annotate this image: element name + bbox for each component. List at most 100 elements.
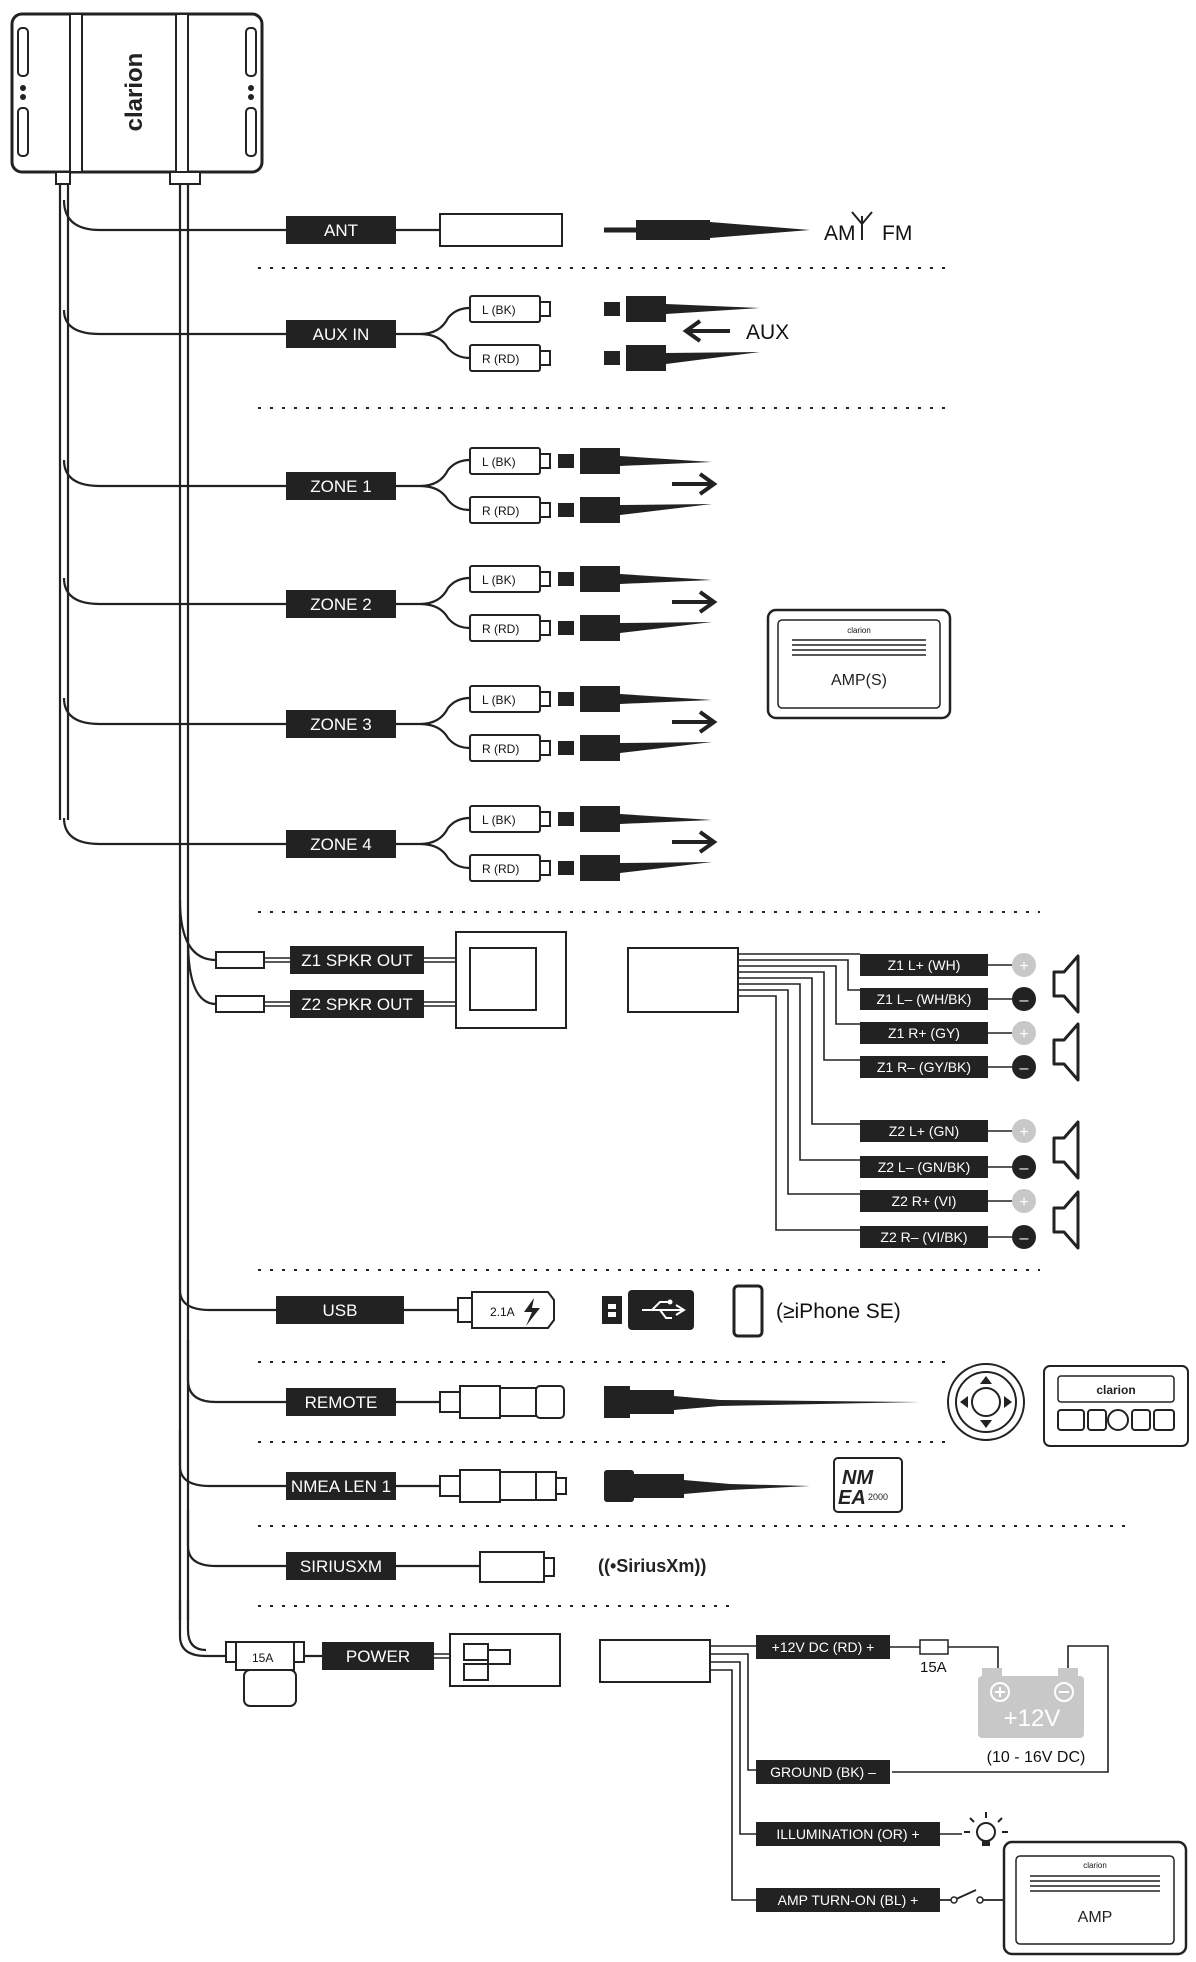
svg-text:Z1 L– (WH/BK): Z1 L– (WH/BK): [877, 991, 972, 1007]
power-connection: 15A POWER: [178, 1600, 756, 1901]
power-label: POWER: [346, 1647, 410, 1666]
z1-spkr-out-label: Z1 SPKR OUT: [301, 951, 412, 970]
svg-text:Z2 R– (VI/BK): Z2 R– (VI/BK): [880, 1229, 967, 1245]
svg-text:Z2 L– (GN/BK): Z2 L– (GN/BK): [878, 1159, 971, 1175]
speaker-wire-z1-l-minus: Z1 L– (WH/BK) –: [860, 987, 1036, 1011]
usb-label: USB: [323, 1301, 358, 1320]
zone-4-right-label: R (RD): [482, 862, 519, 876]
aux-right-label: R (RD): [482, 352, 519, 366]
remote-wired-icon: clarion: [1043, 1365, 1189, 1447]
aux-in-label: AUX IN: [313, 325, 370, 344]
usb-current-label: 2.1A: [490, 1305, 515, 1319]
wire-amp-turn-on-label: AMP TURN-ON (BL) +: [778, 1892, 919, 1908]
battery-icon: +12V (10 - 16V DC): [892, 1645, 1109, 1773]
polarity-minus: –: [1020, 1230, 1029, 1247]
svg-text:NM: NM: [842, 1467, 874, 1489]
battery-range-label: (10 - 16V DC): [987, 1749, 1086, 1766]
zone-3-right-label: R (RD): [482, 742, 519, 756]
battery-voltage-label: +12V: [1004, 1705, 1061, 1732]
zone-2-left-label: L (BK): [482, 573, 516, 587]
amps-label: AMP(S): [831, 672, 887, 689]
power-fuse-label: 15A: [252, 1651, 273, 1665]
amp-box: clarion AMP: [1002, 1840, 1188, 1956]
amp-label: AMP: [1078, 1909, 1113, 1926]
speaker-wire-z2-l-plus: Z2 L+ (GN) +: [860, 1119, 1036, 1143]
zone-1-connection: ZONE 1 L (BK) R (RD): [62, 447, 718, 524]
remote-round-icon: [947, 1363, 1025, 1441]
speaker-wire-z1-r-minus: Z1 R– (GY/BK) –: [860, 1055, 1036, 1079]
ant-label: ANT: [324, 221, 358, 240]
section-separators: [258, 267, 1130, 1607]
amps-brand: clarion: [847, 626, 871, 635]
antenna-icon: [851, 211, 873, 240]
wire-illumination-label: ILLUMINATION (OR) +: [776, 1826, 919, 1842]
speaker-icon: [1052, 1190, 1080, 1250]
speaker-icon: [1052, 1120, 1080, 1180]
zone-4-left-label: L (BK): [482, 813, 516, 827]
wire-plus12v: +12V DC (RD) + 15A: [756, 1635, 999, 1676]
zone-3-left-label: L (BK): [482, 693, 516, 707]
usb-symbol-icon: [642, 1301, 686, 1319]
z2-spkr-out-label: Z2 SPKR OUT: [301, 995, 412, 1014]
polarity-minus: –: [1020, 1060, 1029, 1077]
zone-1-right-label: R (RD): [482, 504, 519, 518]
aux-left-label: L (BK): [482, 303, 516, 317]
speaker-icon: [1052, 1022, 1080, 1082]
switch-icon: [940, 1889, 1004, 1901]
head-unit-brand: clarion: [121, 53, 148, 132]
speaker-wire-z1-l-plus: Z1 L+ (WH) +: [860, 953, 1036, 977]
polarity-plus: +: [1019, 958, 1028, 975]
svg-text:Z1 R+ (GY): Z1 R+ (GY): [888, 1025, 960, 1041]
remote-label: REMOTE: [305, 1393, 378, 1412]
zone-3-connection: ZONE 3 L (BK) R (RD): [62, 685, 718, 762]
remote-brand: clarion: [1096, 1383, 1135, 1397]
amp-brand: clarion: [1083, 1861, 1107, 1870]
zone-1-left-label: L (BK): [482, 455, 516, 469]
zone-4-connection: ZONE 4 L (BK) R (RD): [62, 805, 718, 882]
zone-4-label: ZONE 4: [310, 835, 371, 854]
usb-plug-icon: [602, 1296, 622, 1324]
siriusxm-connection: SIRIUSXM ((•SiriusXm)): [186, 1510, 706, 1583]
ant-connection: ANT AM FM: [62, 199, 912, 247]
speaker-out-connection: Z1 SPKR OUT Z2 SPKR OUT: [178, 899, 860, 1231]
antenna-am-label: AM: [824, 222, 856, 245]
zone-1-label: ZONE 1: [310, 477, 371, 496]
polarity-minus: –: [1020, 992, 1029, 1009]
polarity-plus: +: [1019, 1124, 1028, 1141]
nmea-logo: NM EA 2000: [833, 1457, 903, 1513]
usb-connection: USB 2.1A (≥iPhone SE): [178, 1240, 901, 1338]
speaker-wire-z2-l-minus: Z2 L– (GN/BK) –: [860, 1155, 1036, 1179]
speaker-icon: [1052, 954, 1080, 1014]
speaker-wire-z2-r-minus: Z2 R– (VI/BK) –: [860, 1225, 1036, 1249]
wire-illumination: ILLUMINATION (OR) +: [756, 1812, 1008, 1846]
svg-text:Z1 L+ (WH): Z1 L+ (WH): [888, 957, 961, 973]
amps-box: clarion AMP(S): [766, 608, 952, 720]
zone-2-label: ZONE 2: [310, 595, 371, 614]
polarity-plus: +: [1019, 1026, 1028, 1043]
svg-text:Z2 R+ (VI): Z2 R+ (VI): [892, 1193, 957, 1209]
harness-trunks: [58, 184, 190, 1620]
nmea-connection: NMEA LEN 1 NM EA 2000: [178, 1430, 903, 1513]
svg-text:EA: EA: [838, 1487, 866, 1509]
phone-icon: [732, 1284, 764, 1338]
speaker-wire-z1-r-plus: Z1 R+ (GY) +: [860, 1021, 1036, 1045]
battery-fuse: [919, 1639, 949, 1655]
speaker-wire-z2-r-plus: Z2 R+ (VI) +: [860, 1189, 1036, 1213]
antenna-fm-label: FM: [882, 222, 912, 245]
siriusxm-logo: ((•SiriusXm)): [598, 1556, 706, 1576]
polarity-plus: +: [1019, 1194, 1028, 1211]
lightning-icon: [524, 1298, 540, 1326]
light-bulb-icon: [964, 1812, 1008, 1846]
zone-2-connection: ZONE 2 L (BK) R (RD): [62, 565, 718, 642]
wire-ground: GROUND (BK) –: [756, 1760, 890, 1784]
zone-2-right-label: R (RD): [482, 622, 519, 636]
usb-device-label: (≥iPhone SE): [776, 1300, 901, 1323]
remote-connection: REMOTE clarion: [186, 1340, 1189, 1447]
svg-text:2000: 2000: [868, 1492, 888, 1502]
siriusxm-label: SIRIUSXM: [300, 1557, 382, 1576]
svg-text:Z2 L+ (GN): Z2 L+ (GN): [889, 1123, 959, 1139]
zone-3-label: ZONE 3: [310, 715, 371, 734]
wire-ground-label: GROUND (BK) –: [770, 1764, 876, 1780]
aux-source-label: AUX: [746, 321, 789, 344]
